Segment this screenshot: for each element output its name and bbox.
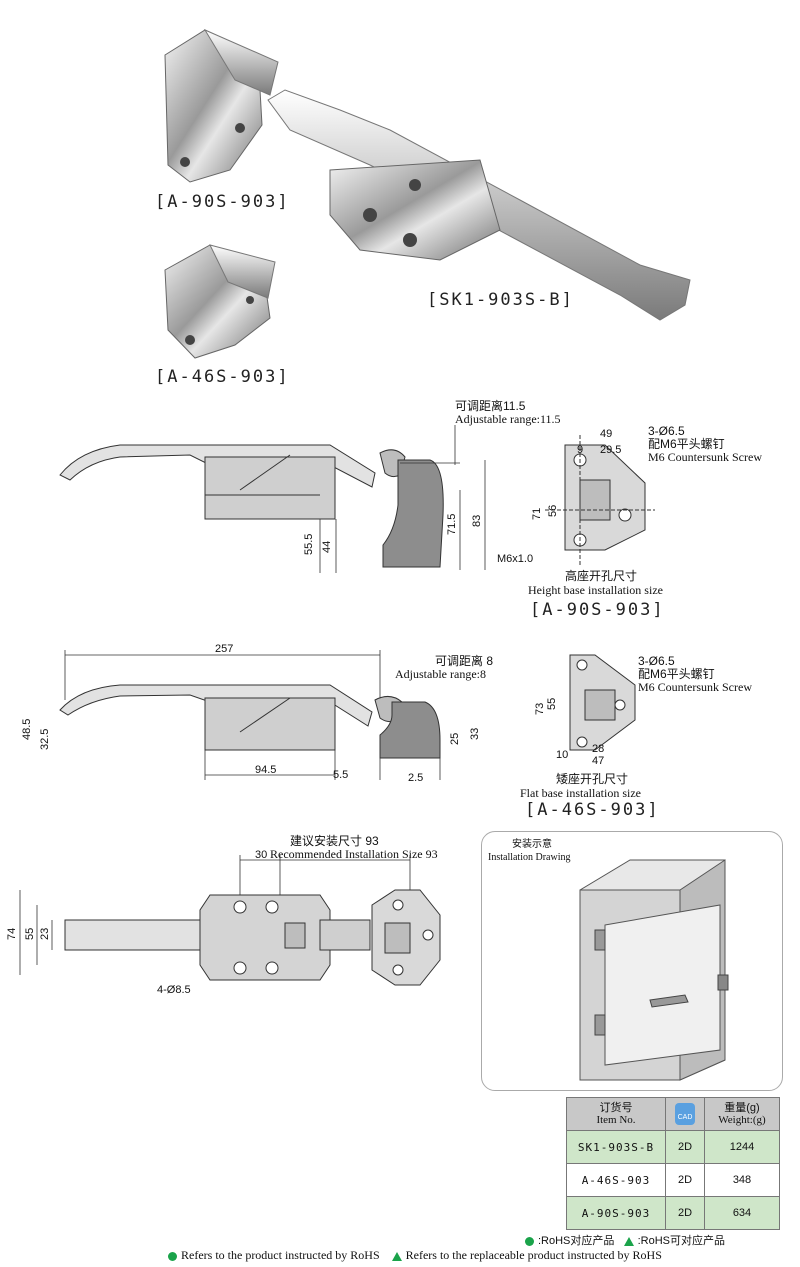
drawing1-caption: [A-90S-903]: [530, 600, 665, 620]
legend-en: Refers to the product instructed by RoHS…: [168, 1248, 662, 1263]
base-label-2-en: Flat base installation size: [520, 786, 641, 800]
a46s-photo: [164, 244, 276, 359]
table-row: A-90S-903 2D 634: [566, 1196, 780, 1230]
a46s-caption: [A-46S-903]: [155, 367, 290, 387]
dim-2-5: 2.5: [408, 772, 423, 784]
dim-71-5: 71.5: [446, 514, 458, 535]
dim-56: 56: [547, 505, 559, 517]
drawing-top-view: 30 74 55 23 4-Ø8.5: [6, 849, 441, 996]
dim-257: 257: [215, 643, 233, 655]
adjust-label-2: 可调距离 8 Adjustable range:8: [395, 654, 494, 681]
header-cad: CAD: [665, 1097, 705, 1131]
dim-55-5: 55.5: [303, 534, 315, 555]
dim-32-5: 32.5: [39, 729, 51, 750]
dim-5-5: 5.5: [333, 769, 348, 781]
dim-23: 23: [39, 928, 51, 940]
base-label-2-cn: 矮座开孔尺寸: [556, 772, 629, 786]
rohs-triangle-icon-en: [391, 1251, 402, 1261]
dim-44: 44: [321, 541, 333, 553]
cabinet-illustration: [579, 859, 729, 1081]
dim-55-b: 55: [546, 698, 558, 710]
header-weight: 重量(g) Weight:(g): [704, 1097, 780, 1131]
dim-30: 30: [255, 849, 267, 861]
dim-71: 71: [531, 508, 543, 520]
dim-28: 28: [592, 743, 604, 755]
dim-74: 74: [6, 928, 18, 940]
dim-m6: M6x1.0: [497, 553, 533, 565]
table-row: A-46S-903 2D 348: [566, 1163, 780, 1197]
sk1-caption: [SK1-903S-B]: [427, 290, 574, 310]
legend-cn: :RoHS对应产品 :RoHS可对应产品: [525, 1232, 725, 1248]
product-photos: [164, 28, 691, 359]
header-item: 订货号 Item No.: [566, 1097, 666, 1131]
rohs-dot-icon-en: [168, 1251, 177, 1261]
dim-49: 49: [600, 428, 612, 440]
table-header: 订货号 Item No. CAD 重量(g) Weight:(g): [566, 1097, 780, 1131]
sk1-photo: [267, 89, 691, 321]
dim-47: 47: [592, 755, 604, 767]
dim-48-5: 48.5: [21, 719, 33, 740]
dim-55-c: 55: [24, 928, 36, 940]
a90s-caption: [A-90S-903]: [155, 192, 290, 212]
rohs-triangle-icon: [623, 1236, 634, 1246]
dim-73: 73: [534, 703, 546, 715]
dim-25: 25: [449, 733, 461, 745]
base-label-1-cn: 高座开孔尺寸: [565, 569, 638, 583]
dim-94-5: 94.5: [255, 764, 276, 776]
drawing-flat-base: 257 48.5 32.5 94.5 5.5 2.5 25 33 73 55 1…: [21, 643, 636, 784]
screw-label-1: 3-Ø6.5 配M6平头螺钉 M6 Countersunk Screw: [648, 424, 762, 464]
rec-install-label: 建议安装尺寸 93 Recommended Installation Size …: [270, 834, 438, 861]
table-row: SK1-903S-B 2D 1244: [566, 1130, 780, 1164]
dim-29-5: 29.5: [600, 444, 621, 456]
dim-10: 10: [556, 749, 568, 761]
a90s-photo: [164, 28, 279, 183]
adjust-label-1: 可调距离11.5 Adjustable range:11.5: [455, 399, 561, 426]
drawing2-caption: [A-46S-903]: [525, 800, 660, 820]
rohs-dot-icon: [525, 1236, 534, 1246]
base-label-1-en: Height base installation size: [528, 583, 663, 597]
dim-33: 33: [469, 728, 481, 740]
dim-holes: 4-Ø8.5: [157, 984, 191, 996]
screw-label-2: 3-Ø6.5 配M6平头螺钉 M6 Countersunk Screw: [638, 654, 752, 694]
installation-drawing-panel: [481, 831, 783, 1091]
drawing-height-base: 55.5 44 71.5 83 49 9 29.5 71 56 M6x1.0: [59, 425, 655, 573]
installation-label: 安装示意 Installation Drawing: [488, 839, 571, 863]
dim-83: 83: [471, 515, 483, 527]
dim-9: 9: [577, 444, 583, 456]
spec-table: 订货号 Item No. CAD 重量(g) Weight:(g) SK1-90…: [566, 1097, 780, 1230]
cad-icon: CAD: [675, 1103, 695, 1125]
